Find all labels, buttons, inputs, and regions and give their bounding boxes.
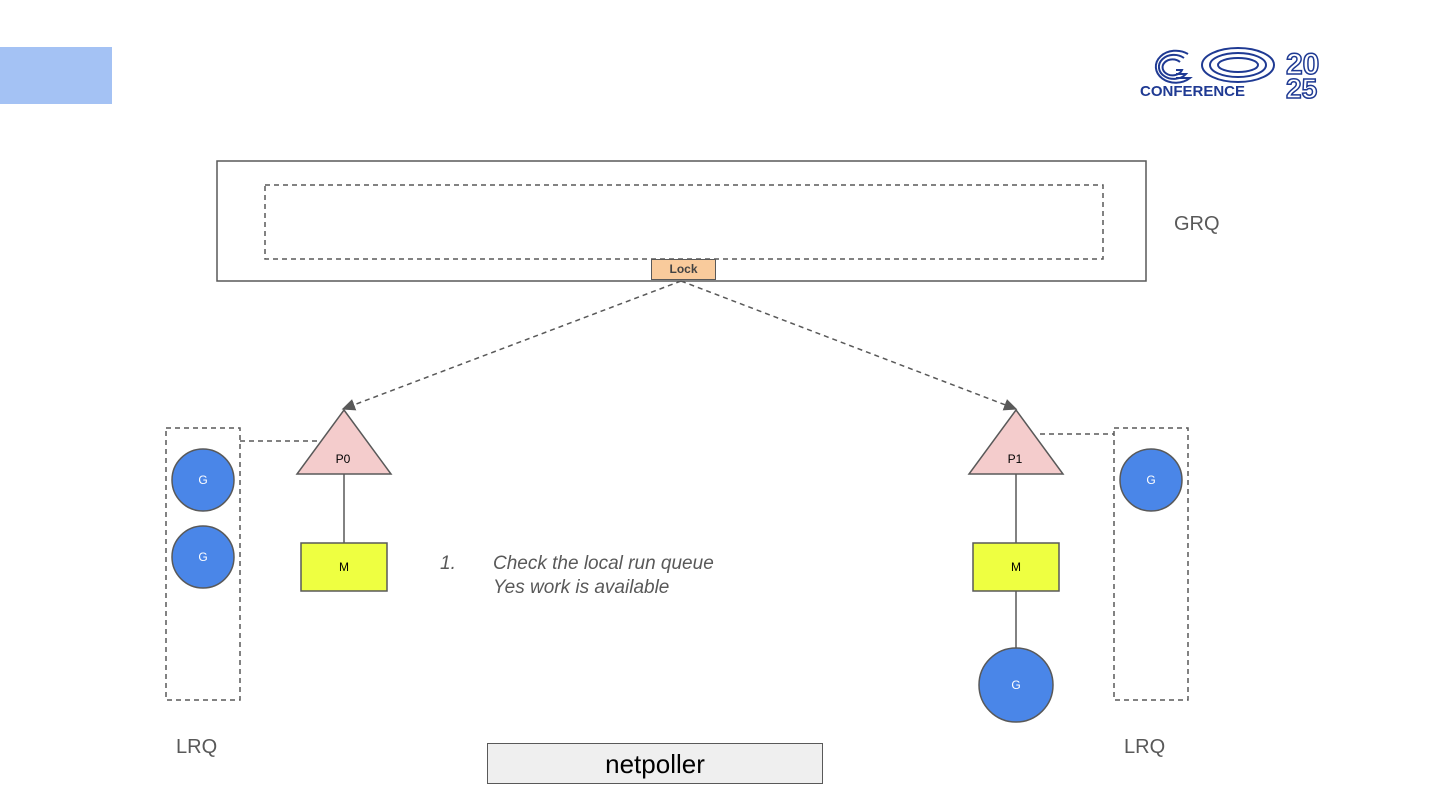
step-line-1: Check the local run queue xyxy=(493,553,714,574)
go-conference-logo: CONFERENCE 20 25 xyxy=(1140,47,1320,100)
processor-p1-label: P1 xyxy=(1008,452,1023,466)
lrq-right-label: LRQ xyxy=(1124,736,1166,758)
processor-p1 xyxy=(967,408,1065,475)
machine-m1-label: M xyxy=(1011,560,1021,574)
running-goroutine-label: G xyxy=(1011,678,1020,692)
netpoller-box: netpoller xyxy=(487,743,823,784)
lrq-right-box xyxy=(1113,427,1189,701)
lrq-right-goroutine-1-label: G xyxy=(1146,473,1155,487)
grq-label: GRQ xyxy=(1174,213,1220,235)
machine-m0-label: M xyxy=(339,560,349,574)
machine-m1 xyxy=(972,542,1060,592)
grq-queue xyxy=(264,184,1104,260)
lrq-right-goroutine-1 xyxy=(1119,448,1183,512)
lrq-left-goroutine-1 xyxy=(171,448,235,512)
logo-year-bottom: 25 xyxy=(1286,73,1317,100)
lock-badge: Lock xyxy=(651,259,716,280)
lrq-left-goroutine-1-label: G xyxy=(198,473,207,487)
processor-p0-label: P0 xyxy=(336,452,351,466)
logo-year-top: 20 xyxy=(1286,48,1319,81)
processor-p0 xyxy=(295,408,393,475)
lrq-left-label: LRQ xyxy=(176,736,218,758)
accent-bar xyxy=(0,47,112,104)
machine-m0 xyxy=(300,542,388,592)
lrq-left-goroutine-2-label: G xyxy=(198,550,207,564)
step-number: 1. xyxy=(440,553,456,574)
logo-conference-text: CONFERENCE xyxy=(1140,83,1245,100)
running-goroutine xyxy=(978,647,1054,723)
step-line-2: Yes work is available xyxy=(493,577,670,598)
lrq-left-goroutine-2 xyxy=(171,525,235,589)
lock-to-p0-arrow xyxy=(341,280,682,411)
lrq-left-box xyxy=(165,427,241,701)
lock-to-p1-arrow xyxy=(680,280,1018,411)
